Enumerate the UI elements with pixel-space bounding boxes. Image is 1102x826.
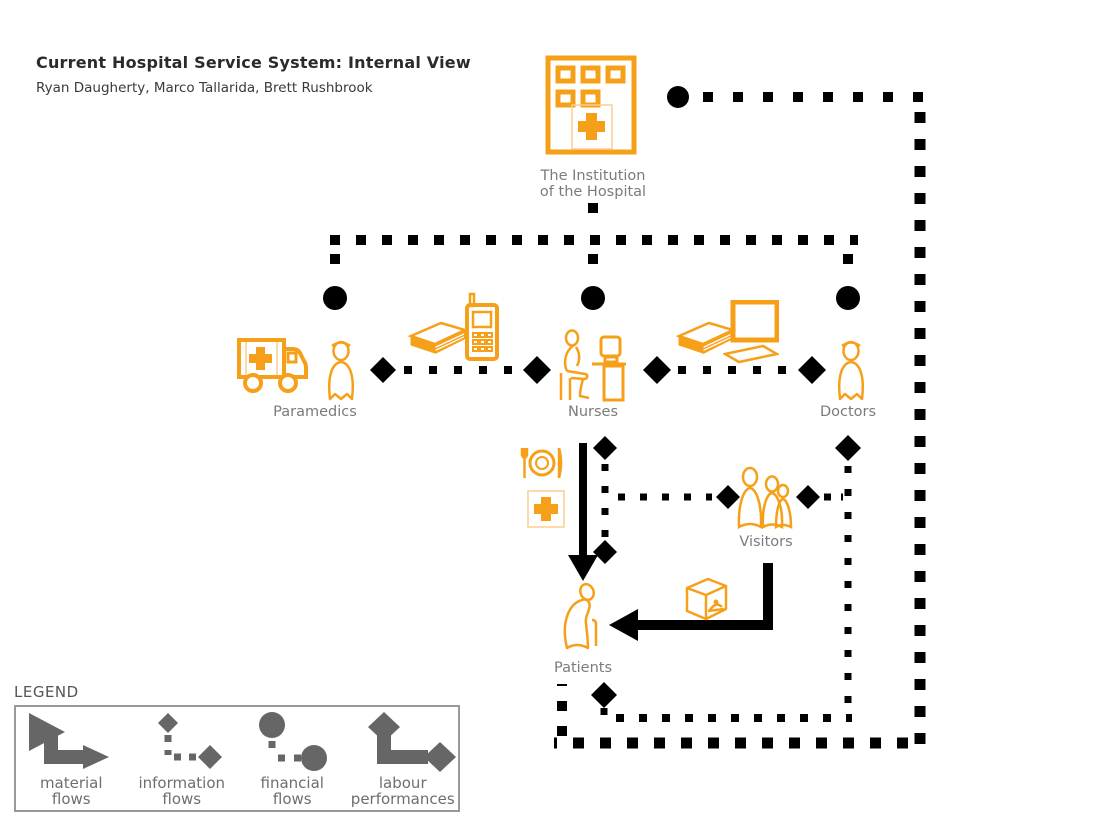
legend-label-financial: financial flows (260, 774, 324, 808)
information-flow-paramedics-nurses (370, 356, 551, 384)
material-flow-visitors-patients (609, 563, 773, 641)
papers-stack-icon-2 (676, 321, 736, 354)
doctors-label: Doctors (819, 404, 877, 420)
hospital-building-icon (545, 55, 637, 155)
legend-item-financial-flows: financial flows (237, 711, 348, 807)
information-flow-branch-visitors (618, 485, 740, 509)
institution-label: The Institution of the Hospital (540, 168, 646, 200)
nurses-label: Nurses (567, 404, 619, 420)
legend-item-labour-performances: labour performances (348, 711, 459, 807)
labour-performance-symbol-icon (367, 712, 456, 772)
legend-item-material-flows: material flows (16, 711, 127, 807)
papers-stack-icon (408, 321, 468, 354)
nurse-at-desk-icon (559, 329, 626, 402)
information-flow-symbol-icon (157, 713, 222, 769)
material-flow-symbol-icon (29, 713, 110, 769)
meal-icon (520, 447, 563, 479)
authors-line: Ryan Daugherty, Marco Tallarida, Brett R… (36, 80, 373, 96)
information-flow-visitors-doctors (796, 485, 843, 509)
legend-item-information-flows: information flows (127, 711, 238, 807)
patients-label: Patients (553, 660, 613, 676)
legend-label-labour: labour performances (350, 774, 455, 808)
information-flow-patients-bottom (591, 682, 852, 722)
doctor-person-icon (838, 340, 864, 401)
visitors-label: Visitors (739, 534, 793, 550)
legend-box: material flows information flows (14, 705, 460, 812)
material-flow-nurses-patients (568, 443, 598, 581)
institution-label-line1: The Institution (540, 168, 646, 184)
institution-label-line2: of the Hospital (539, 184, 647, 200)
paramedic-person-icon (328, 340, 354, 401)
patient-person-icon (563, 582, 598, 650)
paramedics-label: Paramedics (273, 404, 357, 420)
ambulance-icon (237, 338, 308, 393)
legend-label-material: material flows (39, 774, 103, 808)
laptop-computer-icon (723, 300, 779, 364)
cellphone-icon (465, 292, 499, 361)
financial-flow-institution-staff (323, 203, 860, 310)
visitors-group-icon (737, 466, 793, 530)
financial-flow-symbol-icon (259, 712, 328, 771)
medical-cross-icon (527, 490, 565, 528)
gift-package-icon (685, 577, 728, 621)
legend-title: LEGEND (14, 683, 79, 701)
information-flow-nurses-doctors (643, 356, 826, 384)
page-title: Current Hospital Service System: Interna… (36, 53, 471, 72)
information-flow-nurses-patients (593, 436, 617, 564)
legend-label-information: information flows (138, 774, 226, 808)
information-flow-doctors-vertical (835, 435, 861, 714)
